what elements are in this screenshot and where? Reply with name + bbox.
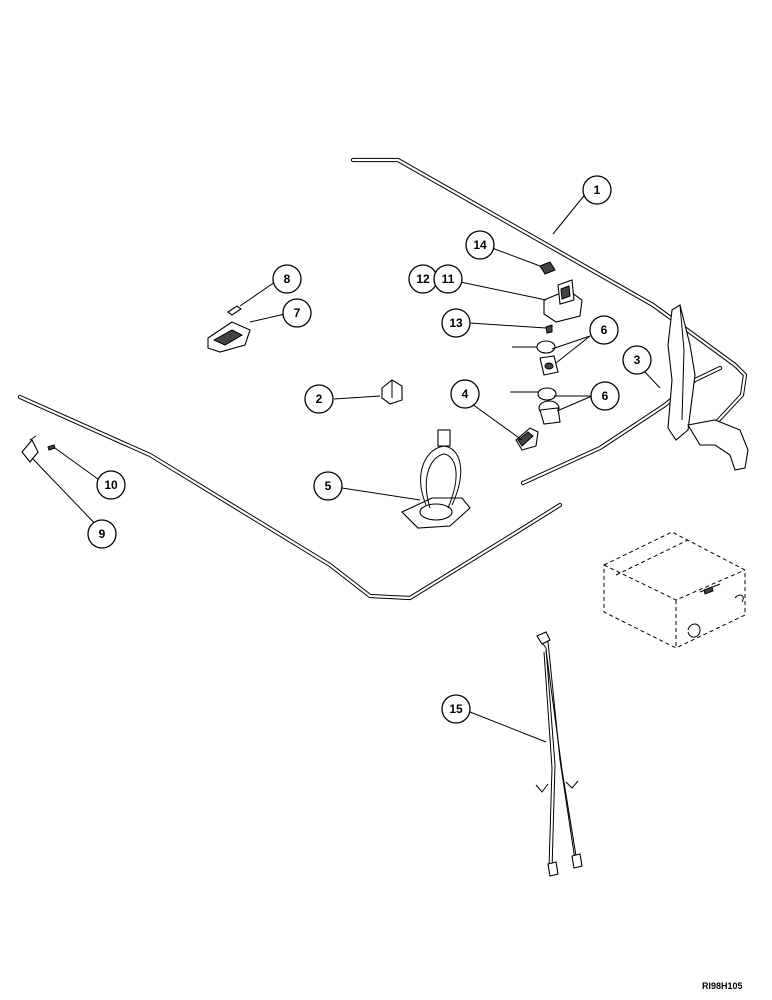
callout-7-label: 7 bbox=[294, 306, 301, 320]
callout-5: 5 bbox=[313, 471, 343, 501]
callout-7: 7 bbox=[282, 298, 312, 328]
callout-11-label: 11 bbox=[442, 272, 455, 286]
figure-id: RI98H105 bbox=[702, 981, 743, 991]
tube-part-3 bbox=[520, 365, 723, 486]
lamp-housing-part-7 bbox=[207, 321, 251, 353]
callout-6-lower: 6 bbox=[590, 381, 620, 411]
tube-part-1 bbox=[350, 157, 748, 443]
callout-15: 15 bbox=[441, 694, 471, 724]
callout-3-label: 3 bbox=[634, 353, 641, 367]
harness-part-15 bbox=[535, 631, 583, 877]
callout-13-label: 13 bbox=[449, 316, 463, 330]
bulb-part-8 bbox=[227, 305, 242, 316]
callout-2-label: 2 bbox=[316, 392, 323, 406]
switch-plate-part-11-12 bbox=[543, 279, 583, 323]
grommet-part-5 bbox=[401, 429, 471, 529]
callout-6-upper: 6 bbox=[589, 315, 619, 345]
callout-12-label: 12 bbox=[416, 272, 430, 286]
switch-part-6-lower bbox=[510, 387, 561, 425]
clip-part-9 bbox=[21, 435, 39, 463]
callout-6-lower-label: 6 bbox=[602, 389, 609, 403]
switch-part-6-upper bbox=[512, 340, 559, 376]
callout-5-label: 5 bbox=[325, 479, 332, 493]
callout-9-label: 9 bbox=[99, 527, 106, 541]
screw-part-13 bbox=[545, 324, 553, 334]
inset-box bbox=[603, 531, 746, 649]
callout-13: 13 bbox=[441, 308, 471, 338]
bracket-part-2 bbox=[381, 379, 403, 405]
callout-9: 9 bbox=[87, 519, 117, 549]
callout-11: 11 bbox=[433, 264, 463, 294]
callout-8: 8 bbox=[272, 264, 302, 294]
callout-10: 10 bbox=[96, 470, 126, 500]
bracket-assembly bbox=[667, 304, 749, 471]
clip-part-14 bbox=[539, 261, 556, 275]
callout-4-label: 4 bbox=[462, 387, 469, 401]
callout-1-label: 1 bbox=[594, 183, 601, 197]
leader-lines bbox=[31, 191, 661, 743]
callout-6-upper-label: 6 bbox=[601, 323, 608, 337]
callout-12: 12 bbox=[408, 264, 438, 294]
connector-part-4 bbox=[515, 427, 539, 451]
callout-4: 4 bbox=[450, 379, 480, 409]
callout-14-label: 14 bbox=[473, 238, 487, 252]
callout-1: 1 bbox=[582, 175, 612, 205]
callout-2: 2 bbox=[304, 384, 334, 414]
screw-part-10 bbox=[47, 444, 56, 451]
callout-10-label: 10 bbox=[104, 478, 118, 492]
callout-3: 3 bbox=[622, 345, 652, 375]
callout-8-label: 8 bbox=[284, 272, 291, 286]
wire-lower-left bbox=[17, 394, 563, 601]
callout-15-label: 15 bbox=[449, 702, 463, 716]
callout-14: 14 bbox=[465, 230, 495, 260]
